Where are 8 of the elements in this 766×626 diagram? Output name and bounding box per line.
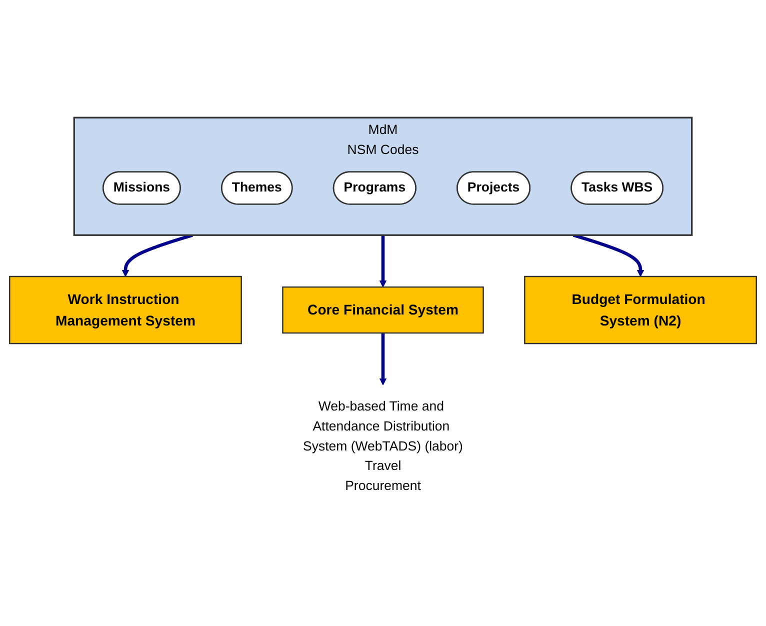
node-box: Budget Formulation System (N2) [524,276,757,344]
arrow [379,234,387,288]
node-box: Work Instruction Management System [9,276,242,344]
arrow [122,233,194,276]
arrow [572,233,644,276]
arrow [379,332,387,385]
node-box: Core Financial System [282,286,484,334]
node-text: Web-based Time and Attendance Distribution System (WebTADS) (labor) Travel Procurement [303,399,463,493]
